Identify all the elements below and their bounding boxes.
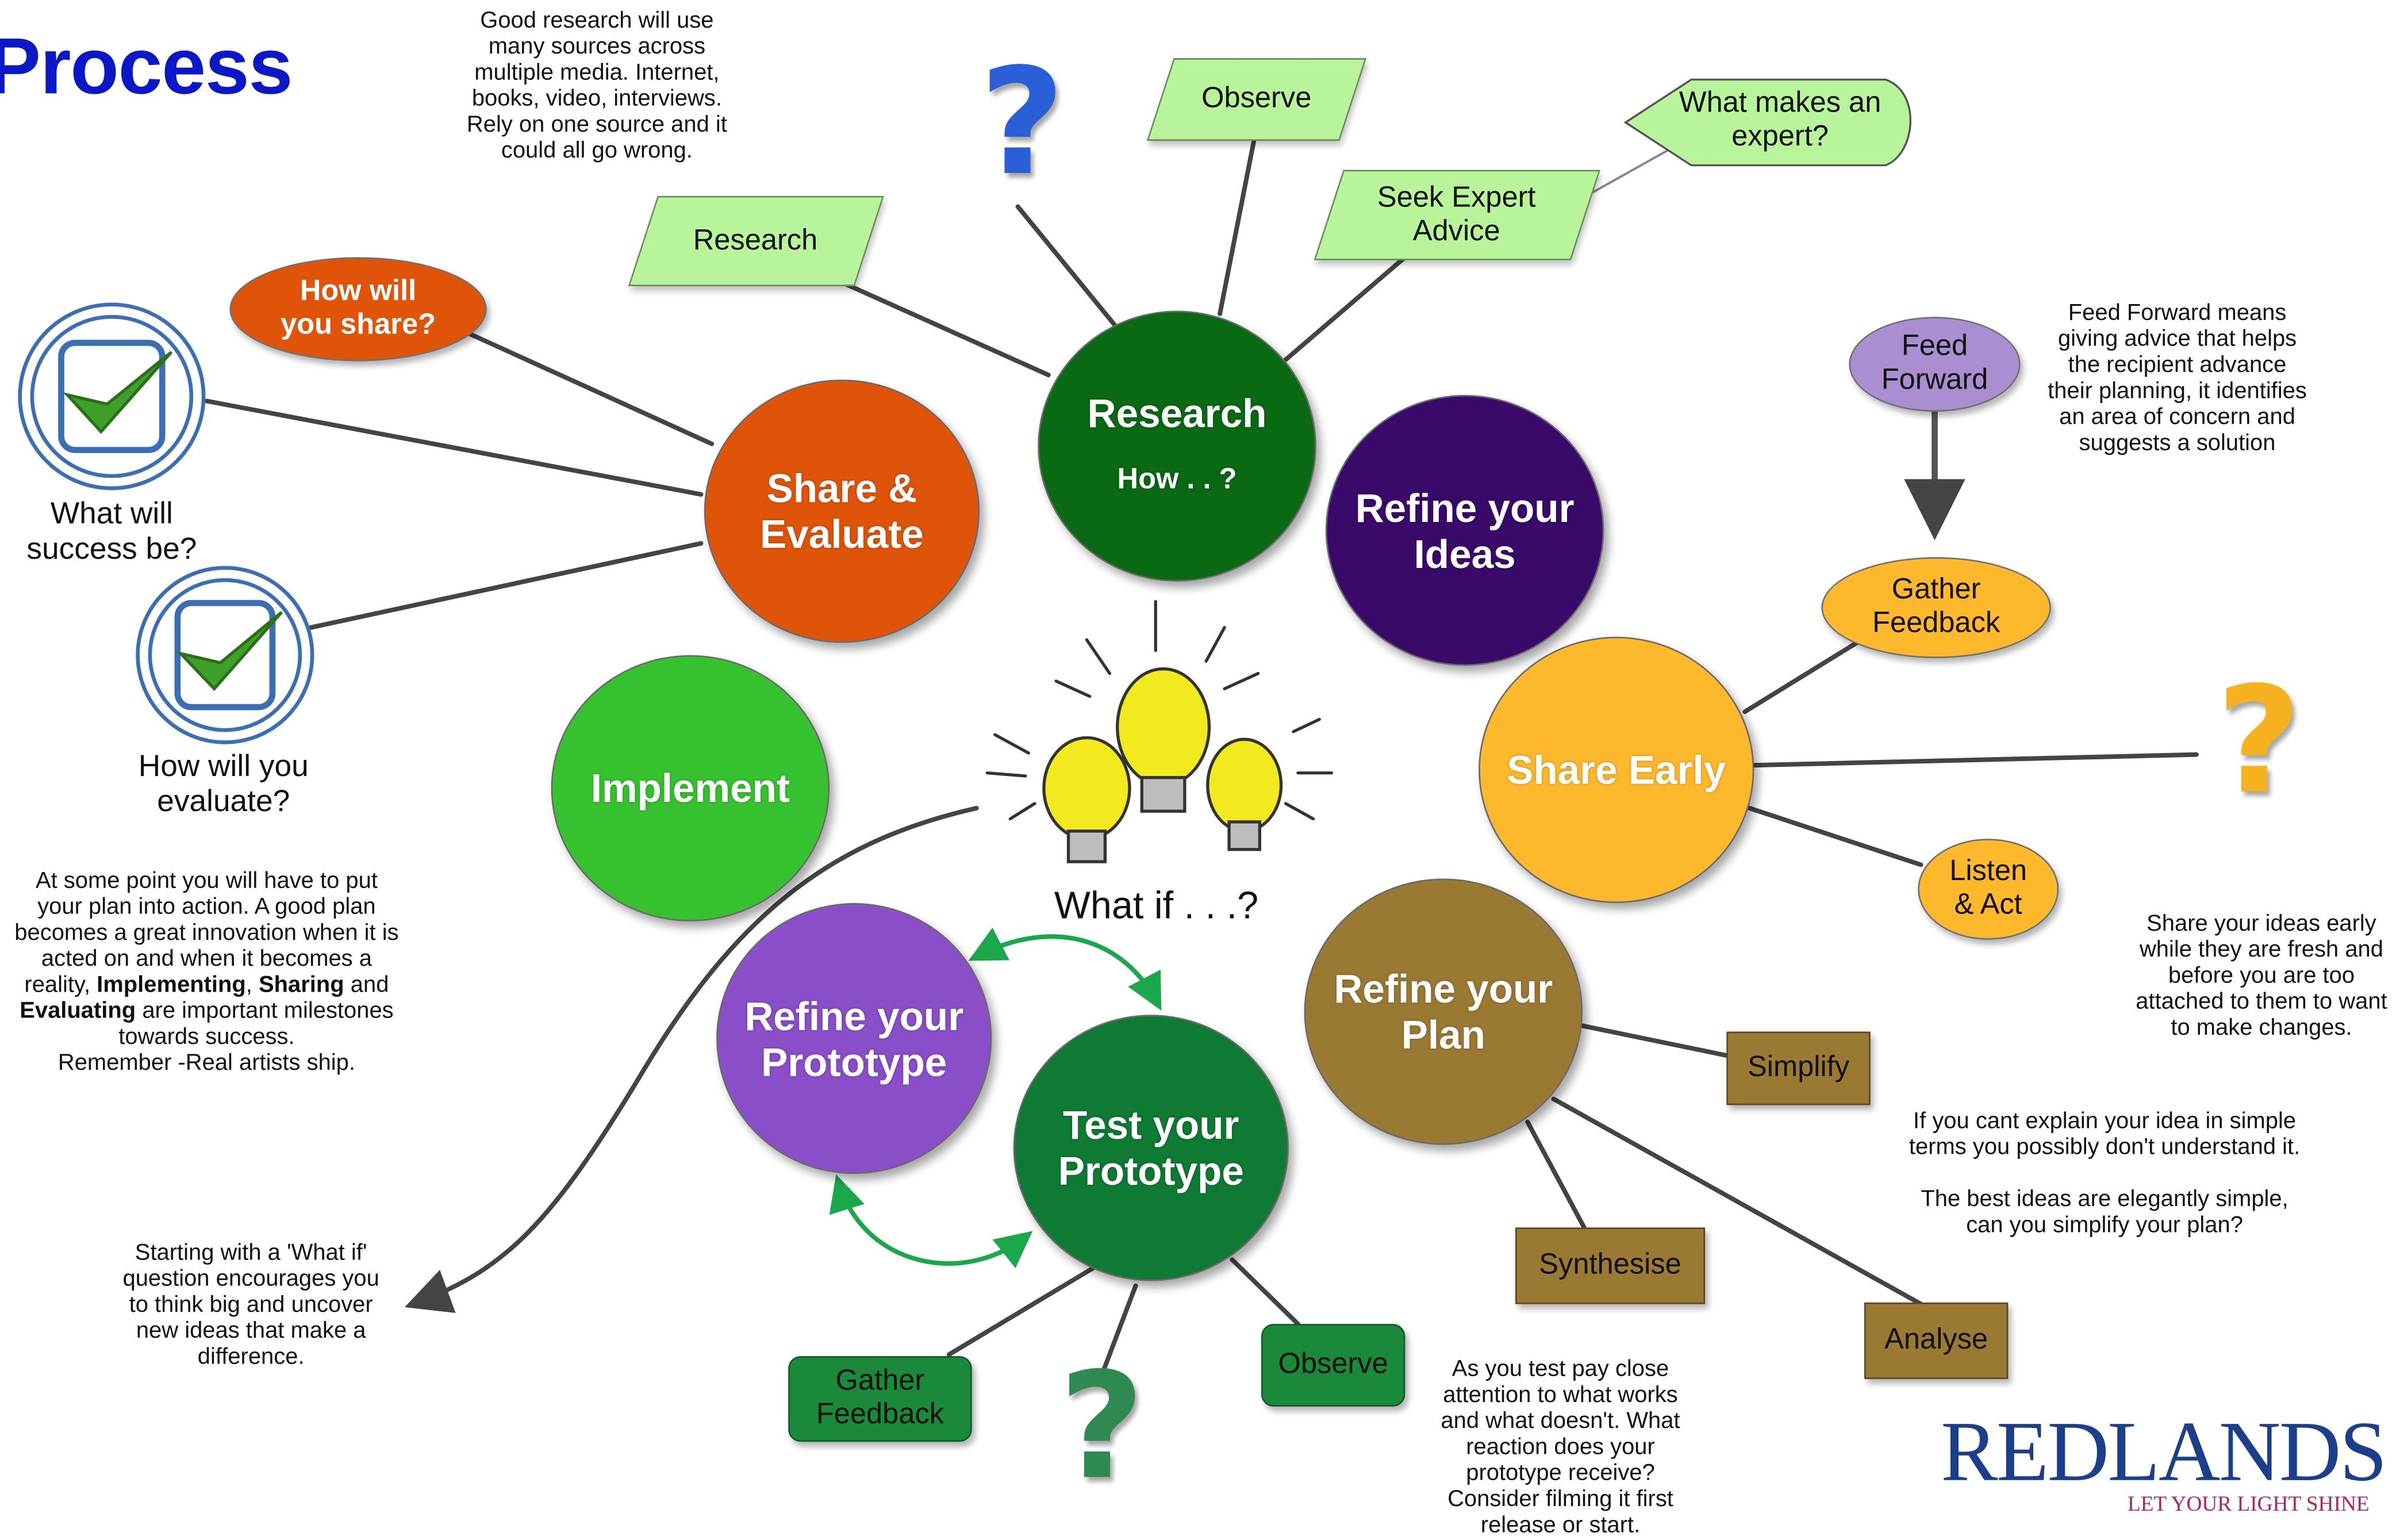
gather-feedback-oval[interactable]: Gather Feedback: [1821, 557, 2051, 658]
feed-forward-note: Feed Forward means giving advice that he…: [2048, 299, 2307, 456]
line-gather-feedback-bottom: [946, 1265, 1097, 1357]
share-early-node[interactable]: Share Early: [1479, 636, 1754, 903]
elegantly-simple-note: The best ideas are elegantly simple, can…: [1921, 1186, 2288, 1239]
synthesise-box[interactable]: Synthesise: [1515, 1227, 1706, 1304]
how-evaluate-label: How will you evaluate?: [138, 750, 309, 819]
line-observe: [1218, 132, 1258, 316]
redlands-logo: REDLANDS LET YOUR LIGHT SHINE: [1941, 1408, 2400, 1519]
line-what-success: [204, 398, 704, 497]
share-evaluate-node[interactable]: Share & Evaluate: [704, 379, 980, 643]
lightbulbs-icon: [985, 600, 1334, 863]
observe-tag[interactable]: Observe: [1146, 58, 1367, 141]
line-gather-feedback: [1742, 640, 1859, 715]
what-if-note: Starting with a 'What if' question encou…: [122, 1239, 379, 1370]
share-question-icon: ?: [2216, 655, 2302, 827]
seek-expert-tag[interactable]: Seek Expert Advice: [1314, 170, 1600, 260]
what-if-arrow: [404, 805, 979, 1314]
line-expert-callout: [1591, 149, 1669, 194]
research-node-sub: How . . ?: [1117, 463, 1237, 496]
research-tag[interactable]: Research: [628, 195, 884, 286]
line-how-share: [456, 327, 715, 447]
success-check-icon: [18, 302, 206, 490]
test-prototype-node[interactable]: Test your Prototype: [1013, 1015, 1289, 1281]
expert-callout-shape: [1623, 78, 1911, 167]
analyse-box[interactable]: Analyse: [1864, 1302, 2009, 1380]
line-observe-bottom: [1230, 1257, 1300, 1327]
good-research-note: Good research will use many sources acro…: [466, 7, 727, 164]
page-title: Process: [0, 22, 293, 112]
line-synthesise: [1525, 1119, 1587, 1230]
research-question-icon: ?: [980, 36, 1065, 209]
refine-plan-node[interactable]: Refine your Plan: [1304, 878, 1583, 1145]
logo-tagline: LET YOUR LIGHT SHINE: [2127, 1493, 2370, 1517]
evaluate-check-icon: [136, 566, 314, 744]
how-share-oval[interactable]: How will you share?: [229, 257, 487, 362]
refine-prototype-node[interactable]: Refine your Prototype: [716, 903, 992, 1174]
line-seek-expert: [1283, 255, 1408, 362]
line-analyse: [1551, 1096, 1923, 1307]
what-makes-expert-callout[interactable]: What makes an expert?: [1679, 87, 1881, 153]
line-research-question: [1015, 204, 1117, 327]
what-if-label: What if . . .?: [1054, 884, 1259, 928]
implement-note: At some point you will have to put your …: [14, 867, 399, 1076]
refine-ideas-node[interactable]: Refine your Ideas: [1325, 394, 1604, 666]
gather-feedback-box[interactable]: Gather Feedback: [788, 1356, 972, 1442]
research-node-title: Research: [1087, 389, 1267, 436]
listen-act-oval[interactable]: Listen & Act: [1918, 839, 2059, 940]
line-listen-act: [1742, 804, 1923, 867]
line-simplify: [1579, 1023, 1732, 1059]
test-note: As you test pay close attention to what …: [1441, 1356, 1680, 1538]
what-success-label: What will success be?: [26, 497, 197, 567]
logo-wordmark: REDLANDS: [1941, 1405, 2387, 1500]
observe-box[interactable]: Observe: [1261, 1324, 1406, 1407]
line-share-question: [1750, 752, 2199, 768]
explain-simple-note: If you cant explain your idea in simple …: [1909, 1108, 2301, 1161]
line-research-tag: [824, 273, 1051, 378]
simplify-box[interactable]: Simplify: [1726, 1031, 1871, 1105]
line-how-evaluate: [308, 541, 704, 630]
test-question-icon: ?: [1059, 1341, 1145, 1512]
feed-forward-oval[interactable]: Feed Forward: [1849, 317, 2021, 412]
implement-node[interactable]: Implement: [551, 655, 830, 921]
cycle-arrow-top: [968, 927, 1162, 1011]
cycle-arrow-bottom: [829, 1174, 1033, 1269]
share-early-note: Share your ideas early while they are fr…: [2136, 911, 2387, 1041]
line-test-question: [1100, 1283, 1138, 1377]
research-node[interactable]: Research How . . ?: [1038, 310, 1316, 582]
